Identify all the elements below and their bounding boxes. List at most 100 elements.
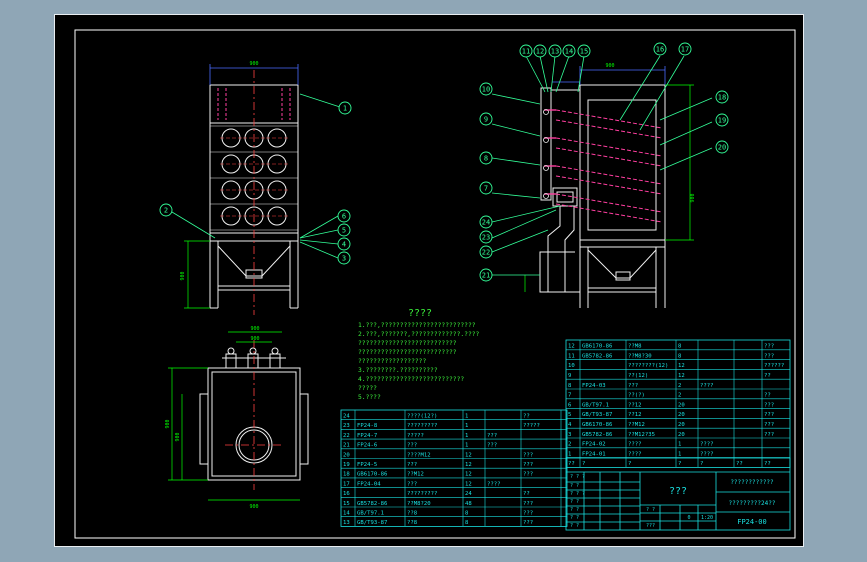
table-cell: 1	[465, 423, 468, 429]
table-cell: ????	[700, 383, 713, 389]
table-cell: 8	[678, 353, 682, 359]
table-cell: 12	[678, 363, 685, 369]
table-cell: 2	[568, 442, 571, 448]
title-block	[565, 457, 791, 531]
table-cell: ?	[700, 461, 703, 467]
table-cell: GB/T97.1	[357, 511, 384, 517]
table-cell: 6	[568, 402, 571, 408]
table-cell: 12	[465, 462, 472, 468]
table-cell: 11	[568, 353, 575, 359]
notes-block: 1.???,?????????????????????????2.???,???…	[358, 322, 480, 401]
table-cell: FP24-5	[357, 462, 377, 468]
part-balloon	[479, 82, 493, 96]
part-balloon-label: 2	[164, 207, 168, 215]
title-misc-label: ? ?	[570, 507, 579, 513]
table-cell: ???	[523, 520, 533, 526]
title-scale: 1:20	[701, 515, 713, 521]
table-cell: 20	[678, 422, 685, 428]
part-balloon	[715, 90, 729, 104]
table-cell: ????	[700, 451, 713, 457]
side-filter-lower	[555, 147, 663, 167]
title-misc-label: ? ? ?	[570, 491, 585, 497]
title-misc-label: ? ?	[570, 523, 579, 529]
table-cell: ???	[523, 511, 533, 517]
table-cell: 2	[678, 383, 681, 389]
part-balloon-label: 4	[342, 241, 346, 249]
table-cell: 12	[465, 481, 472, 487]
part-balloon	[338, 101, 352, 115]
part-balloon	[479, 215, 493, 229]
table-cell: 12	[678, 373, 685, 379]
part-balloon-label: 8	[484, 155, 488, 163]
table-cell: 1	[465, 433, 468, 439]
table-cell: ??(12)	[628, 373, 648, 379]
table-cell: 18	[343, 472, 350, 478]
front-dims	[209, 64, 299, 85]
table-cell: ??M12?35	[628, 432, 655, 438]
notes-title: ????	[408, 308, 432, 319]
side-nozzle	[543, 109, 549, 115]
part-balloon	[159, 203, 173, 217]
part-balloon-label: 21	[482, 272, 490, 280]
table-cell: GB/T93-87	[357, 520, 387, 526]
table-cell: ???	[523, 462, 533, 468]
table-cell: ?????	[523, 423, 540, 429]
part-balloon	[479, 268, 493, 282]
title-misc-label: ? ?	[570, 499, 579, 505]
table-cell: ????????(12)	[628, 363, 668, 369]
title-company: ????????????	[730, 479, 774, 486]
table-cell: ??(?)	[628, 393, 645, 399]
table-cell: 24	[343, 414, 350, 420]
table-cell: 8	[678, 344, 682, 350]
part-balloon	[562, 44, 576, 58]
table-cell: ????	[700, 442, 713, 448]
table-cell: 2	[678, 393, 681, 399]
part-balloon-label: 10	[482, 86, 490, 94]
table-cell: ???	[407, 481, 417, 487]
front-dim-top: 900	[249, 61, 258, 67]
title-name: ???	[669, 486, 687, 497]
filter-cartridge-circle	[267, 154, 287, 174]
title-misc-label: ? ? ?	[570, 474, 585, 480]
part-balloon	[479, 151, 493, 165]
table-cell: ??M12	[407, 472, 424, 478]
table-cell: ?	[582, 461, 585, 467]
title-misc-label: ???	[646, 523, 655, 529]
table-cell: 4	[568, 422, 572, 428]
table-cell: 21	[343, 443, 350, 449]
part-balloon-label: 11	[522, 48, 530, 56]
table-cell: ????M12	[407, 452, 431, 458]
note-line: ??????????????????????????	[358, 349, 457, 356]
part-balloon-label: 1	[343, 105, 347, 113]
top-dim-bottom: 900	[249, 504, 258, 510]
side-view-filters	[543, 109, 663, 223]
filter-cartridge-circle	[267, 206, 287, 226]
note-line: 3.????????.??????????	[358, 367, 438, 374]
table-cell: ???	[764, 353, 774, 359]
table-cell: ???	[764, 344, 774, 350]
side-nozzle	[543, 137, 549, 143]
table-cell: 12	[465, 472, 472, 478]
table-cell: FP24-8	[357, 423, 378, 429]
title-misc: ? ? ?? ?? ? ?? ?? ?? ?? ?? ????	[570, 474, 655, 529]
part-balloon-label: 7	[484, 185, 488, 193]
table-cell: ???	[764, 402, 774, 408]
title-subtitle: ?????????24??	[729, 500, 776, 507]
note-line: ?????	[358, 385, 377, 392]
table-cell: 20	[678, 432, 685, 438]
part-balloon	[479, 181, 493, 195]
note-line: 1.???,?????????????????????????	[358, 322, 476, 329]
filter-cartridge-circle	[267, 128, 287, 148]
note-line: 5.????	[358, 394, 381, 401]
table-border	[565, 339, 791, 468]
table-cell: GB6170-86	[582, 422, 612, 428]
note-line: ??????????????????????????	[358, 340, 457, 347]
table-cell: 23	[343, 423, 350, 429]
part-balloon-label: 5	[342, 227, 346, 235]
table-cell: FP24-6	[357, 443, 377, 449]
part-balloon	[337, 237, 351, 251]
table-cell: 48	[465, 501, 472, 507]
